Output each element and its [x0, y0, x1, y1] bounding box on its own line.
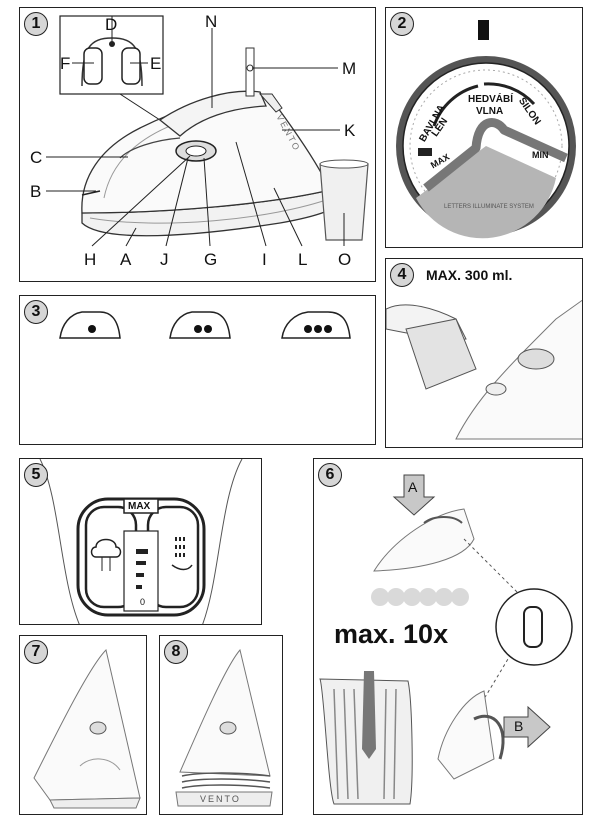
panel-number-2: 2	[390, 12, 414, 36]
iron-drawing	[46, 15, 369, 247]
cord-iron-drawing	[175, 648, 273, 807]
fill-drawing	[386, 299, 582, 440]
label-J: J	[160, 250, 169, 269]
label-I: I	[262, 250, 267, 269]
panel-number-1: 1	[24, 12, 48, 36]
panel-number-6: 6	[318, 463, 342, 487]
shot-count-label: max. 10x	[334, 619, 449, 649]
two-dots-icon	[169, 311, 231, 339]
dot-icons	[59, 311, 351, 339]
panel-6-steam-shot: 6 A B max. 10x	[313, 458, 583, 815]
one-dot-icon	[59, 311, 121, 339]
panel-number-7: 7	[24, 640, 48, 664]
window-drawing	[39, 459, 243, 624]
label-G: G	[204, 250, 218, 269]
arrow-b-label: B	[514, 718, 524, 734]
panel-3-temperature-dots: 3	[19, 295, 376, 445]
label-L: L	[298, 250, 308, 269]
capacity-label: MAX. 300 ml.	[426, 267, 513, 283]
label-D: D	[105, 15, 118, 34]
label-K: K	[344, 121, 356, 140]
panel-4-fill-water: 4 MAX. 300 ml.	[385, 258, 583, 448]
label-B: B	[30, 182, 42, 201]
panel-1-iron-parts: 1	[19, 7, 376, 282]
setting-min: MIN	[532, 150, 549, 160]
panel-number-3: 3	[24, 300, 48, 324]
label-A: A	[120, 250, 132, 269]
panel-number-5: 5	[24, 463, 48, 487]
panel-5-water-window: 5 MAX 0	[19, 458, 262, 625]
dial-ring-text: LETTERS ILLUMINATE SYSTEM	[444, 204, 534, 210]
steam-drawing	[319, 474, 573, 805]
label-M: M	[342, 59, 357, 78]
three-dots-icon	[281, 311, 351, 339]
zero-mark: 0	[140, 597, 146, 607]
setting-hedvabi: HEDVÁBÍ	[468, 94, 514, 105]
panel-number-4: 4	[390, 263, 414, 287]
panel-8-cord-storage: 8 VENTO	[159, 635, 283, 815]
panel-number-8: 8	[164, 640, 188, 664]
upright-iron-drawing	[33, 649, 141, 809]
label-H: H	[84, 250, 97, 269]
base-brand-text: VENTO	[200, 794, 241, 804]
arrow-a-label: A	[408, 479, 418, 495]
panel-7-iron-upright: 7	[19, 635, 147, 815]
panel-2-temperature-dial: 2 BAVLNA LEN HEDVÁBÍ VLNA SILON MIN MAX …	[385, 7, 583, 248]
label-O: O	[338, 250, 352, 269]
label-F: F	[60, 54, 71, 73]
setting-vlna: VLNA	[476, 106, 504, 117]
max-mark: MAX	[128, 501, 151, 512]
label-E: E	[150, 54, 162, 73]
label-C: C	[30, 148, 43, 167]
label-N: N	[205, 12, 218, 31]
dial-drawing	[396, 20, 576, 239]
